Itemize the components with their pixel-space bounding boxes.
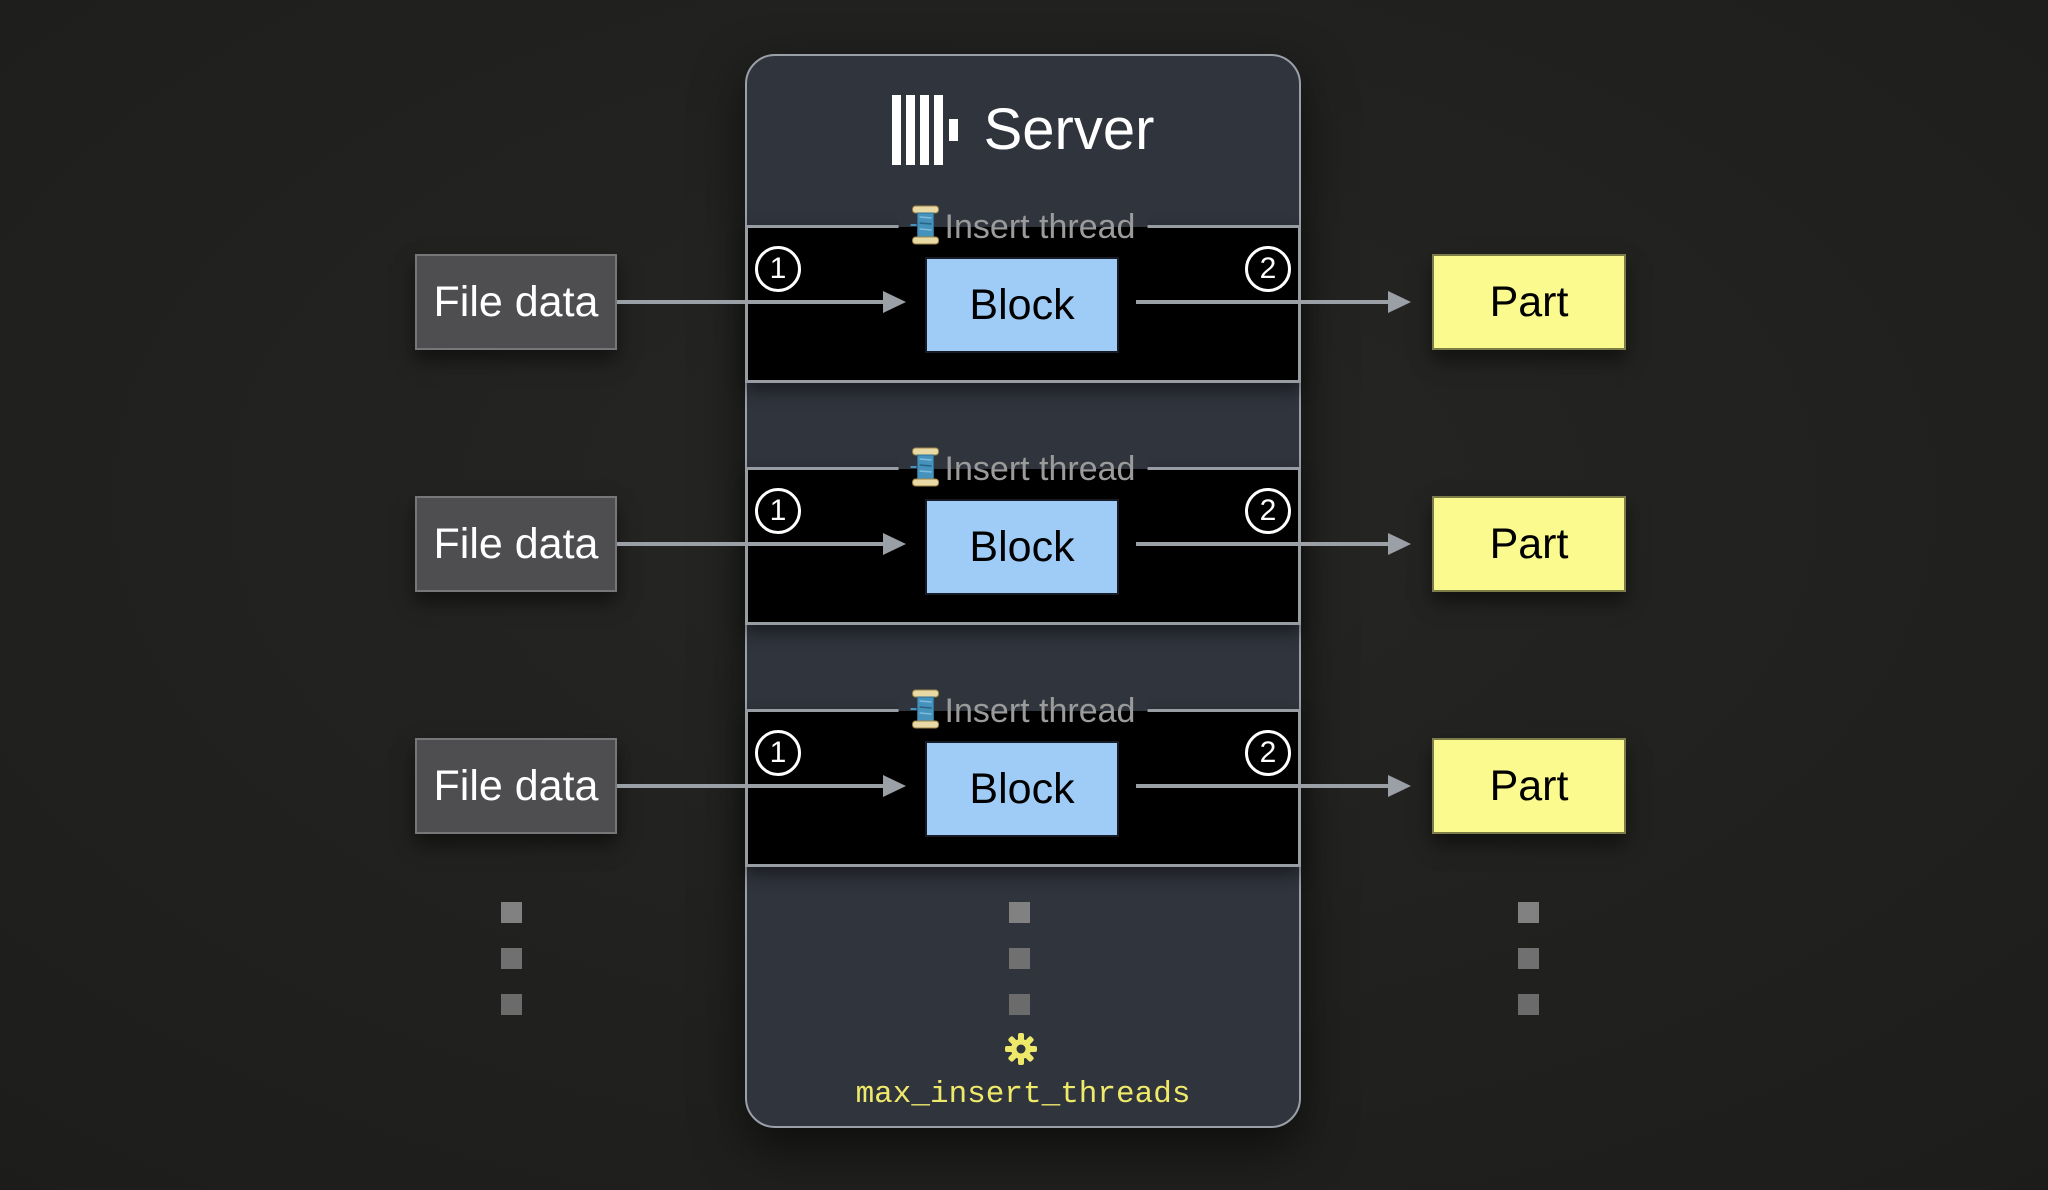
file-data-box: File data [415,496,617,592]
logo-dot [948,119,958,141]
ellipsis-dot [1518,994,1539,1015]
logo-bar [891,95,901,165]
part-box: Part [1432,496,1626,592]
server-header: Server [747,94,1299,166]
insert-thread-band: Insert thread 1 Block 2 [745,447,1301,625]
ellipsis-dot [501,948,522,969]
file-data-box: File data [415,254,617,350]
gear-icon [1004,1032,1038,1066]
step-1-badge: 1 [755,488,801,534]
block-box: Block [925,499,1119,595]
insert-thread-label: Insert thread [944,450,1136,488]
ellipsis-dot [1518,902,1539,923]
ellipsis-dot [1009,902,1030,923]
insert-thread-label: Insert thread [944,208,1136,246]
arrowhead-icon [1388,775,1411,797]
block-box: Block [925,257,1119,353]
step-2-badge: 2 [1245,246,1291,292]
arrowhead-icon [1388,533,1411,555]
arrow-block-to-part [1136,542,1388,546]
arrowhead-icon [883,775,906,797]
part-box: Part [1432,254,1626,350]
arrowhead-icon [883,533,906,555]
max-insert-threads-label: max_insert_threads [855,1077,1191,1112]
ellipsis-dot [501,994,522,1015]
thread-spool-icon [910,446,941,488]
arrow-file-to-block [617,784,883,788]
ellipsis-dot [1009,994,1030,1015]
insert-thread-band: Insert thread 1 Block 2 [745,689,1301,867]
arrow-file-to-block [617,300,883,304]
file-data-box: File data [415,738,617,834]
step-1-badge: 1 [755,246,801,292]
server-panel: Server Insert thread 1 [745,54,1301,1128]
ellipsis-dot [1009,948,1030,969]
logo-bar [919,95,929,165]
arrow-block-to-part [1136,784,1388,788]
insert-thread-legend: Insert thread [898,446,1148,491]
arrowhead-icon [1388,291,1411,313]
insert-thread-label: Insert thread [944,692,1136,730]
arrow-file-to-block [617,542,883,546]
block-box: Block [925,741,1119,837]
server-title: Server [983,97,1155,162]
arrowhead-icon [883,291,906,313]
insert-thread-legend: Insert thread [898,204,1148,249]
logo-bar [905,95,915,165]
arrow-block-to-part [1136,300,1388,304]
step-1-badge: 1 [755,730,801,776]
ellipsis-dot [1518,948,1539,969]
step-2-badge: 2 [1245,488,1291,534]
ellipsis-dot [501,902,522,923]
step-2-badge: 2 [1245,730,1291,776]
insert-thread-legend: Insert thread [898,688,1148,733]
thread-spool-icon [910,204,941,246]
clickhouse-logo-icon [891,95,958,165]
logo-bar [933,95,943,165]
insert-thread-band: Insert thread 1 Block 2 [745,205,1301,383]
part-box: Part [1432,738,1626,834]
thread-spool-icon [910,688,941,730]
